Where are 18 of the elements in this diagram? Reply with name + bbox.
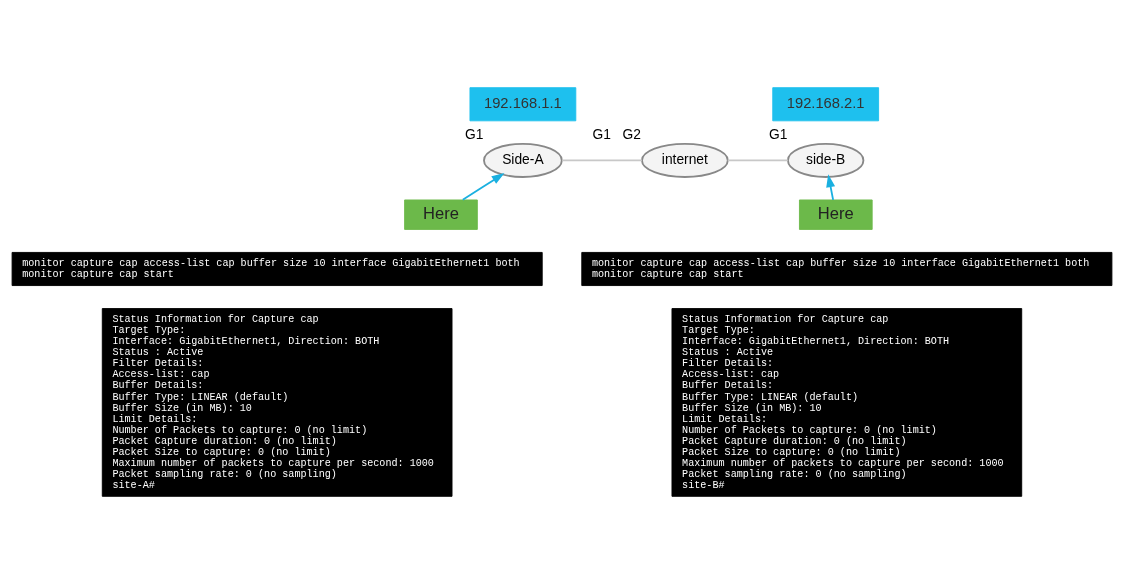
arrow xyxy=(826,173,836,201)
node-ellipse: internet xyxy=(641,142,729,178)
node-box: 192.168.2.1 xyxy=(772,86,880,121)
arrow xyxy=(461,172,505,201)
node-label: G1 G2 xyxy=(592,126,641,142)
node-box: monitor capture cap access-list cap buffer size 10 interface GigabitEthernet1 both monitor capture cap start xyxy=(581,251,1113,286)
node-label: G1 xyxy=(465,126,484,142)
node-box: 192.168.1.1 xyxy=(469,86,577,121)
node-box: Here xyxy=(404,199,478,230)
connector xyxy=(561,158,643,161)
connector xyxy=(726,158,789,161)
node-ellipse: Side-A xyxy=(483,142,563,178)
node-box: Here xyxy=(799,199,873,230)
node-box: monitor capture cap access-list cap buffer size 10 interface GigabitEthernet1 both monitor capture cap start xyxy=(11,251,543,286)
node-ellipse: side-B xyxy=(787,142,865,178)
node-box: Status Information for Capture cap Target Type: Interface: GigabitEthernet1, Direction: BOTH Status : Active Filter Details: Access-list: cap Buffer Details: Buffer Type: LINEAR (default) Buffer Size (in MB): 10 Limit Details: Number of Packets to capture: 0 (no limit) Packet Capture duration: 0 (no limit) Packet Size to capture: 0 (no limit) Maximum number of packets to capture per second: 1000 Packet sampling rate: 0 (no sampling) site-A# xyxy=(101,307,453,497)
node-label: G1 xyxy=(769,126,788,142)
node-box: Status Information for Capture cap Target Type: Interface: GigabitEthernet1, Direction: BOTH Status : Active Filter Details: Access-list: cap Buffer Details: Buffer Type: LINEAR (default) Buffer Size (in MB): 10 Limit Details: Number of Packets to capture: 0 (no limit) Packet Capture duration: 0 (no limit) Packet Size to capture: 0 (no limit) Maximum number of packets to capture per second: 1000 Packet sampling rate: 0 (no sampling) site-B# xyxy=(671,307,1023,497)
